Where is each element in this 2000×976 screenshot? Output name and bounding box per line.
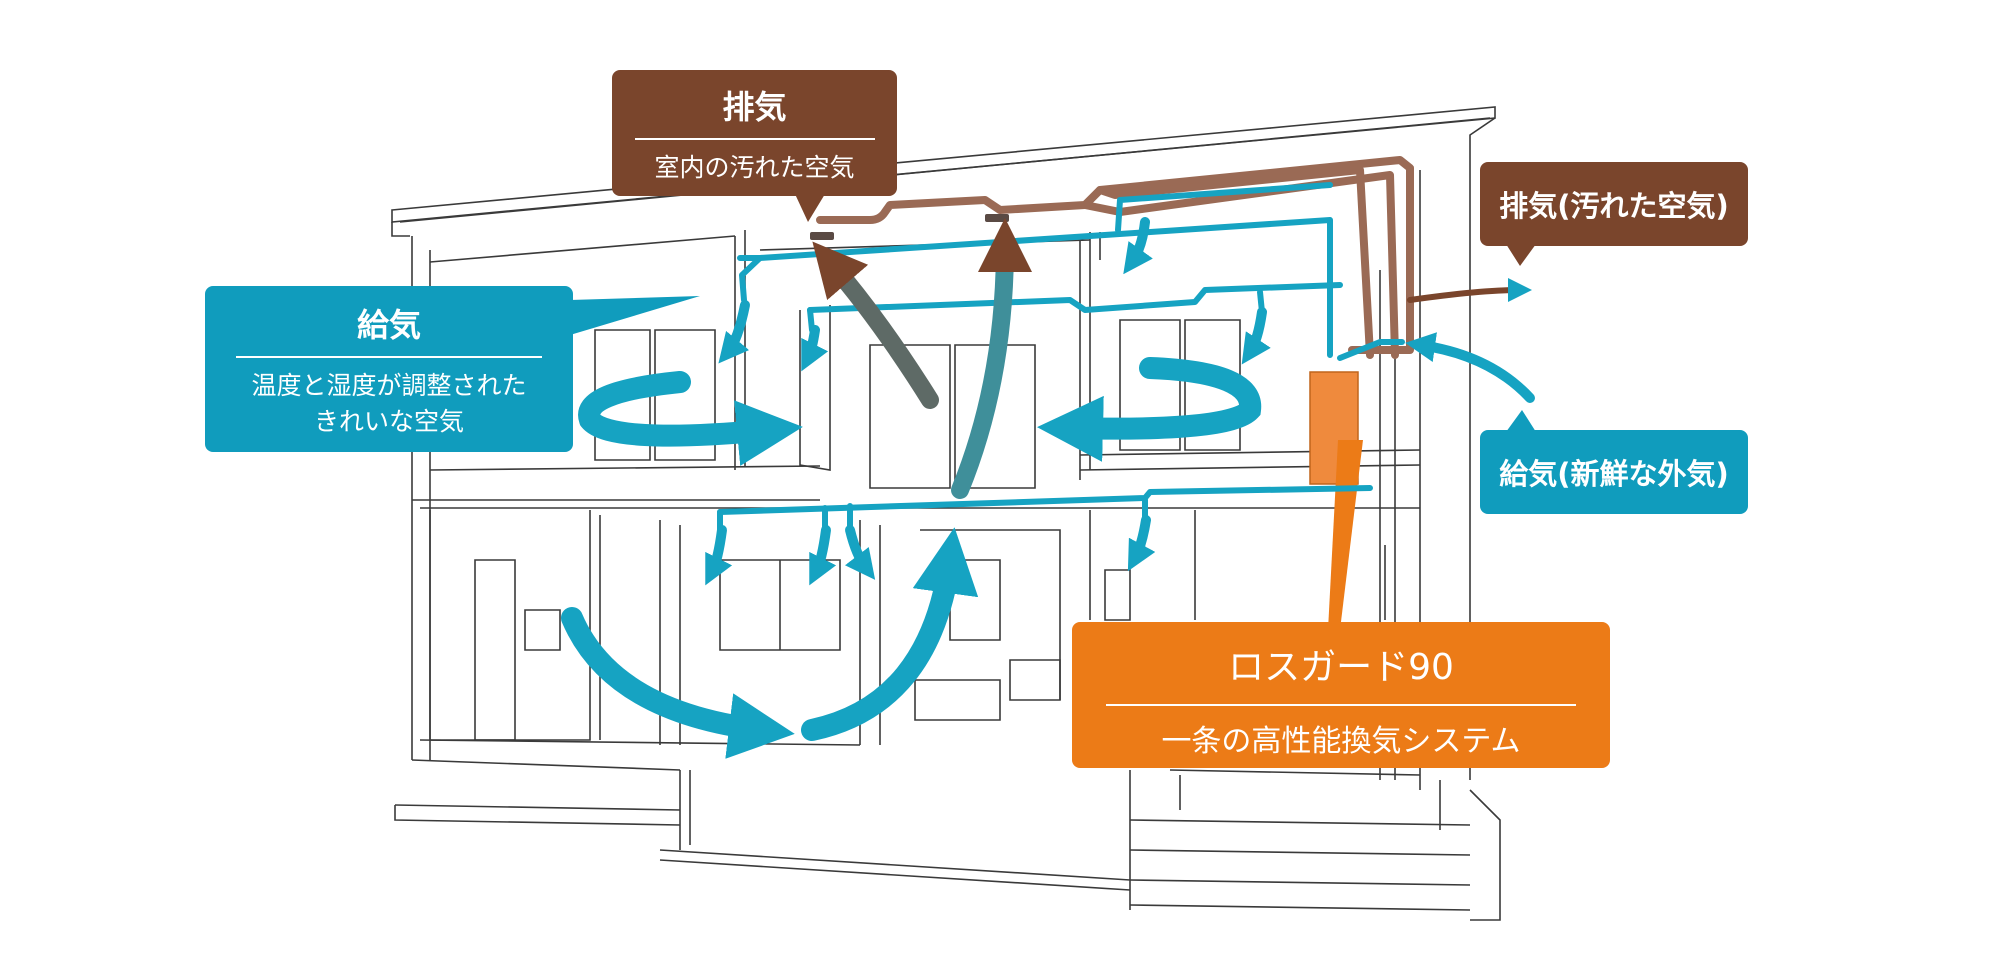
divider [236,356,542,358]
exhaust-ducts [816,156,1414,359]
exhaust-room-subtitle: 室内の汚れた空気 [654,153,855,182]
exhaust-outside-title: 排気(汚れた空気) [1499,189,1729,223]
house-structure [391,106,1501,921]
supply-room-subtitle-line2: きれいな空気 [313,407,464,437]
divider [634,138,875,140]
exhaust-room-title: 排気 [722,88,787,126]
divider [1106,704,1576,706]
exhaust-room-pointer [795,194,825,222]
exhaust-out-arrow [1407,278,1532,303]
supply-outside-title: 給気(新鮮な外気) [1499,457,1729,491]
supply-outside-callout: 給気(新鮮な外気) [1480,430,1748,514]
supply-out-pointer [1506,410,1536,432]
device-subtitle: 一条の高性能換気システム [1161,724,1521,759]
supply-room-title: 給気 [356,306,421,344]
supply-room-pointer [570,296,700,335]
device-callout: ロスガード90 一条の高性能換気システム [1072,622,1610,768]
supply-ducts [717,182,1405,533]
device-title: ロスガード90 [1228,647,1454,688]
supply-room-subtitle-line1: 温度と湿度が調整された [251,371,527,400]
supply-in-arrow [1405,332,1535,403]
exhaust-room-callout: 排気 室内の汚れた空気 [612,70,897,196]
supply-airflow-arrows [561,217,1271,759]
supply-room-callout: 給気 温度と湿度が調整された きれいな空気 [205,286,573,452]
exhaust-out-pointer [1506,244,1536,266]
exhaust-outside-callout: 排気(汚れた空気) [1480,162,1748,246]
